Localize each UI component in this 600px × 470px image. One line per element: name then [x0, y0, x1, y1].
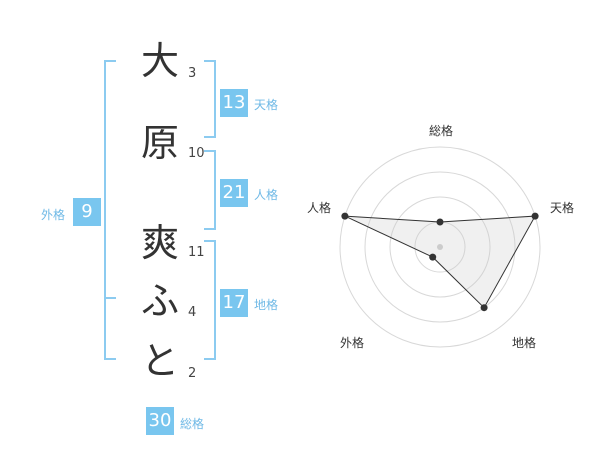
radar-axis-label-chikaku: 地格	[512, 335, 536, 350]
gaikaku-bracket-notch	[104, 297, 116, 299]
radar-data-points	[341, 212, 539, 312]
stroke-count-1: 3	[188, 66, 197, 81]
gaikaku-value-badge: 9	[73, 198, 101, 226]
stroke-count-3: 11	[188, 245, 205, 260]
stroke-count-4: 4	[188, 305, 197, 320]
radar-rings	[339, 146, 541, 348]
stroke-count-5: 2	[188, 366, 197, 381]
jinkaku-bracket	[204, 150, 216, 230]
radar-point-3	[480, 304, 488, 312]
radar-axis-label-gaikaku: 外格	[340, 335, 364, 350]
soukaku-value-badge: 30	[146, 407, 174, 435]
stroke-count-2: 10	[188, 146, 205, 161]
tenkaku-bracket	[204, 60, 216, 138]
tenkaku-value-badge: 13	[220, 89, 248, 117]
chikaku-bracket	[204, 240, 216, 360]
radar-ring-3	[364, 171, 516, 323]
name-char-1: 大	[140, 39, 179, 83]
tenkaku-label: 天格	[254, 98, 279, 112]
radar-ring-2	[389, 196, 491, 298]
gaikaku-label: 外格	[41, 208, 66, 222]
name-char-5: と	[140, 339, 179, 383]
chikaku-value-badge: 17	[220, 289, 248, 317]
radar-center-dot	[437, 244, 443, 250]
radar-ring-4	[339, 146, 541, 348]
name-char-3: 爽	[140, 221, 179, 265]
radar-axis-labels: 総格 天格 地格 外格 人格	[307, 123, 574, 350]
chikaku-label: 地格	[254, 298, 279, 312]
name-char-2: 原	[140, 121, 179, 165]
jinkaku-value-badge: 21	[220, 179, 248, 207]
radar-axis-label-soukaku: 総格	[429, 123, 453, 138]
radar-point-4	[429, 253, 437, 261]
radar-point-5	[341, 212, 349, 220]
jinkaku-label: 人格	[254, 188, 279, 202]
name-char-4: ふ	[140, 279, 179, 323]
radar-axis-label-tenkaku: 天格	[550, 200, 574, 215]
radar-point-2	[531, 212, 539, 220]
soukaku-label: 総格	[180, 417, 205, 431]
gaikaku-bracket	[104, 60, 116, 360]
radar-point-1	[436, 218, 444, 226]
radar-data-polygon	[344, 215, 536, 309]
radar-axis-label-jinkaku: 人格	[307, 200, 331, 215]
